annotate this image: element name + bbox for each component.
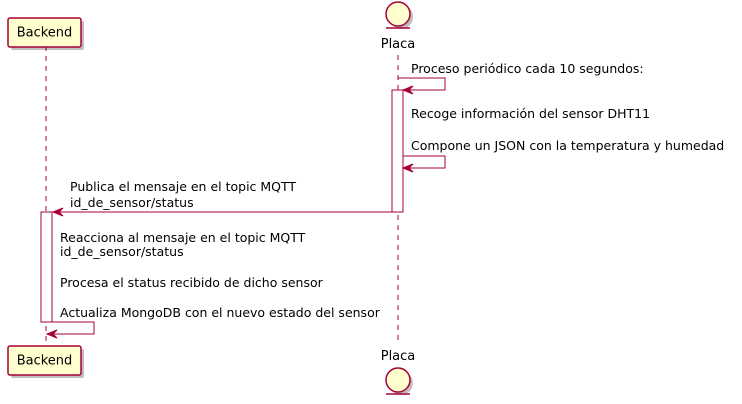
message-6-label: Procesa el status recibido de dicho sens… xyxy=(60,275,324,290)
message-4-label-line1: Publica el mensaje en el topic MQTT xyxy=(70,179,296,194)
arrowhead-icon xyxy=(401,85,414,95)
placa-participant-top[interactable]: Placa xyxy=(381,1,416,52)
message-7-label: Actualiza MongoDB con el nuevo estado de… xyxy=(60,305,381,320)
placa-label-bottom: Placa xyxy=(381,349,416,364)
message-5-label-line1: Reacciona al mensaje en el topic MQTT xyxy=(60,230,306,245)
message-2: Recoge información del sensor DHT11 xyxy=(411,106,650,121)
message-3-label: Compone un JSON con la temperatura y hum… xyxy=(411,138,724,153)
arrowhead-icon xyxy=(45,329,58,339)
backend-label-bottom: Backend xyxy=(17,354,73,369)
message-6: Procesa el status recibido de dicho sens… xyxy=(60,275,324,290)
placa-label-top: Placa xyxy=(381,37,416,52)
arrowhead-icon xyxy=(401,163,414,173)
message-4: Publica el mensaje en el topic MQTT id_d… xyxy=(51,179,392,217)
entity-icon xyxy=(385,1,411,27)
arrowhead-icon xyxy=(51,207,64,217)
message-7: Actualiza MongoDB con el nuevo estado de… xyxy=(45,305,381,339)
backend-label-top: Backend xyxy=(17,26,73,41)
placa-participant-bottom[interactable]: Placa xyxy=(381,349,416,395)
backend-participant-bottom[interactable]: Backend xyxy=(7,345,84,378)
placa-activation-bar xyxy=(391,89,404,213)
message-2-label: Recoge información del sensor DHT11 xyxy=(411,106,650,121)
message-5: Reacciona al mensaje en el topic MQTT id… xyxy=(60,230,306,259)
backend-activation-bar xyxy=(40,211,53,323)
entity-icon xyxy=(385,367,411,393)
message-5-label-line2: id_de_sensor/status xyxy=(60,244,184,259)
backend-participant-top[interactable]: Backend xyxy=(7,17,84,50)
message-1-label: Proceso periódico cada 10 segundos: xyxy=(411,61,644,76)
message-1: Proceso periódico cada 10 segundos: xyxy=(398,61,644,95)
message-3: Compone un JSON con la temperatura y hum… xyxy=(401,138,724,173)
message-4-label-line2: id_de_sensor/status xyxy=(70,195,194,210)
